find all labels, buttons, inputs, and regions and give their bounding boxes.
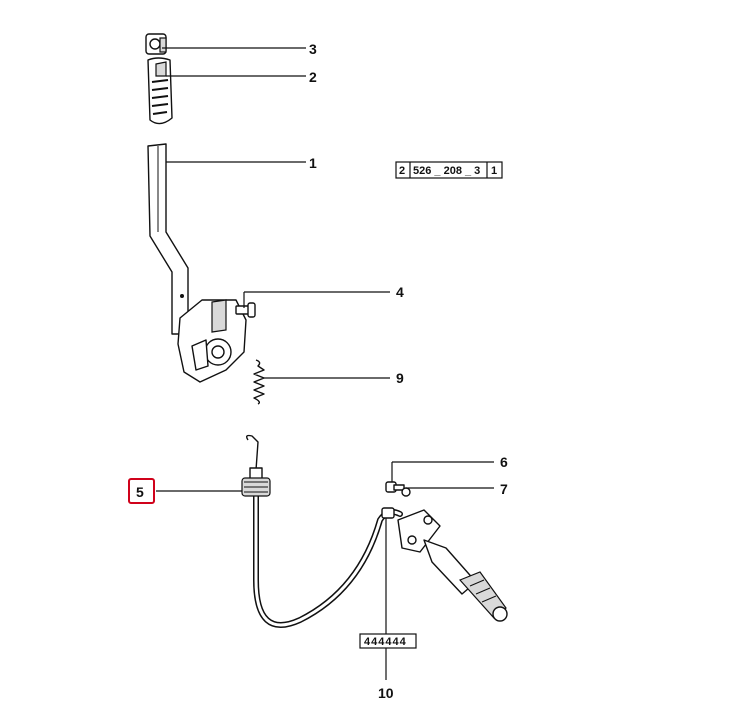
callout-7: 7 <box>500 481 508 497</box>
callout-10: 10 <box>378 685 394 701</box>
part-2-grip[interactable] <box>147 57 173 125</box>
part-9-spring[interactable] <box>253 359 265 405</box>
part-number-text: 444444 <box>364 636 407 648</box>
part-6-bolt[interactable] <box>385 481 405 493</box>
part-3-clip[interactable] <box>145 33 167 55</box>
part-number-box: 444444 <box>359 633 417 649</box>
part-5-cable[interactable] <box>241 434 403 628</box>
part-7-washer[interactable] <box>401 487 411 497</box>
cable-clamp[interactable] <box>381 507 395 519</box>
part-1-lever[interactable] <box>147 143 189 335</box>
ref-box-cell-1: 2 <box>399 165 405 177</box>
callout-3: 3 <box>309 41 317 57</box>
callout-5-highlight[interactable]: 5 <box>128 478 155 504</box>
leader-lines <box>156 47 494 680</box>
ref-box-cell-3: 1 <box>491 165 497 177</box>
lever-bracket[interactable] <box>177 299 247 383</box>
callout-9: 9 <box>396 370 404 386</box>
reference-box: 2 526 _ 208 _ 3 1 <box>395 161 503 179</box>
callout-6: 6 <box>500 454 508 470</box>
callout-1: 1 <box>309 155 317 171</box>
ref-box-cell-2: 526 _ 208 _ 3 <box>413 165 480 177</box>
part-4-screw[interactable] <box>235 302 256 318</box>
callout-4: 4 <box>396 284 404 300</box>
slave-cylinder[interactable] <box>397 509 508 622</box>
callout-5: 5 <box>136 484 144 500</box>
callout-2: 2 <box>309 69 317 85</box>
